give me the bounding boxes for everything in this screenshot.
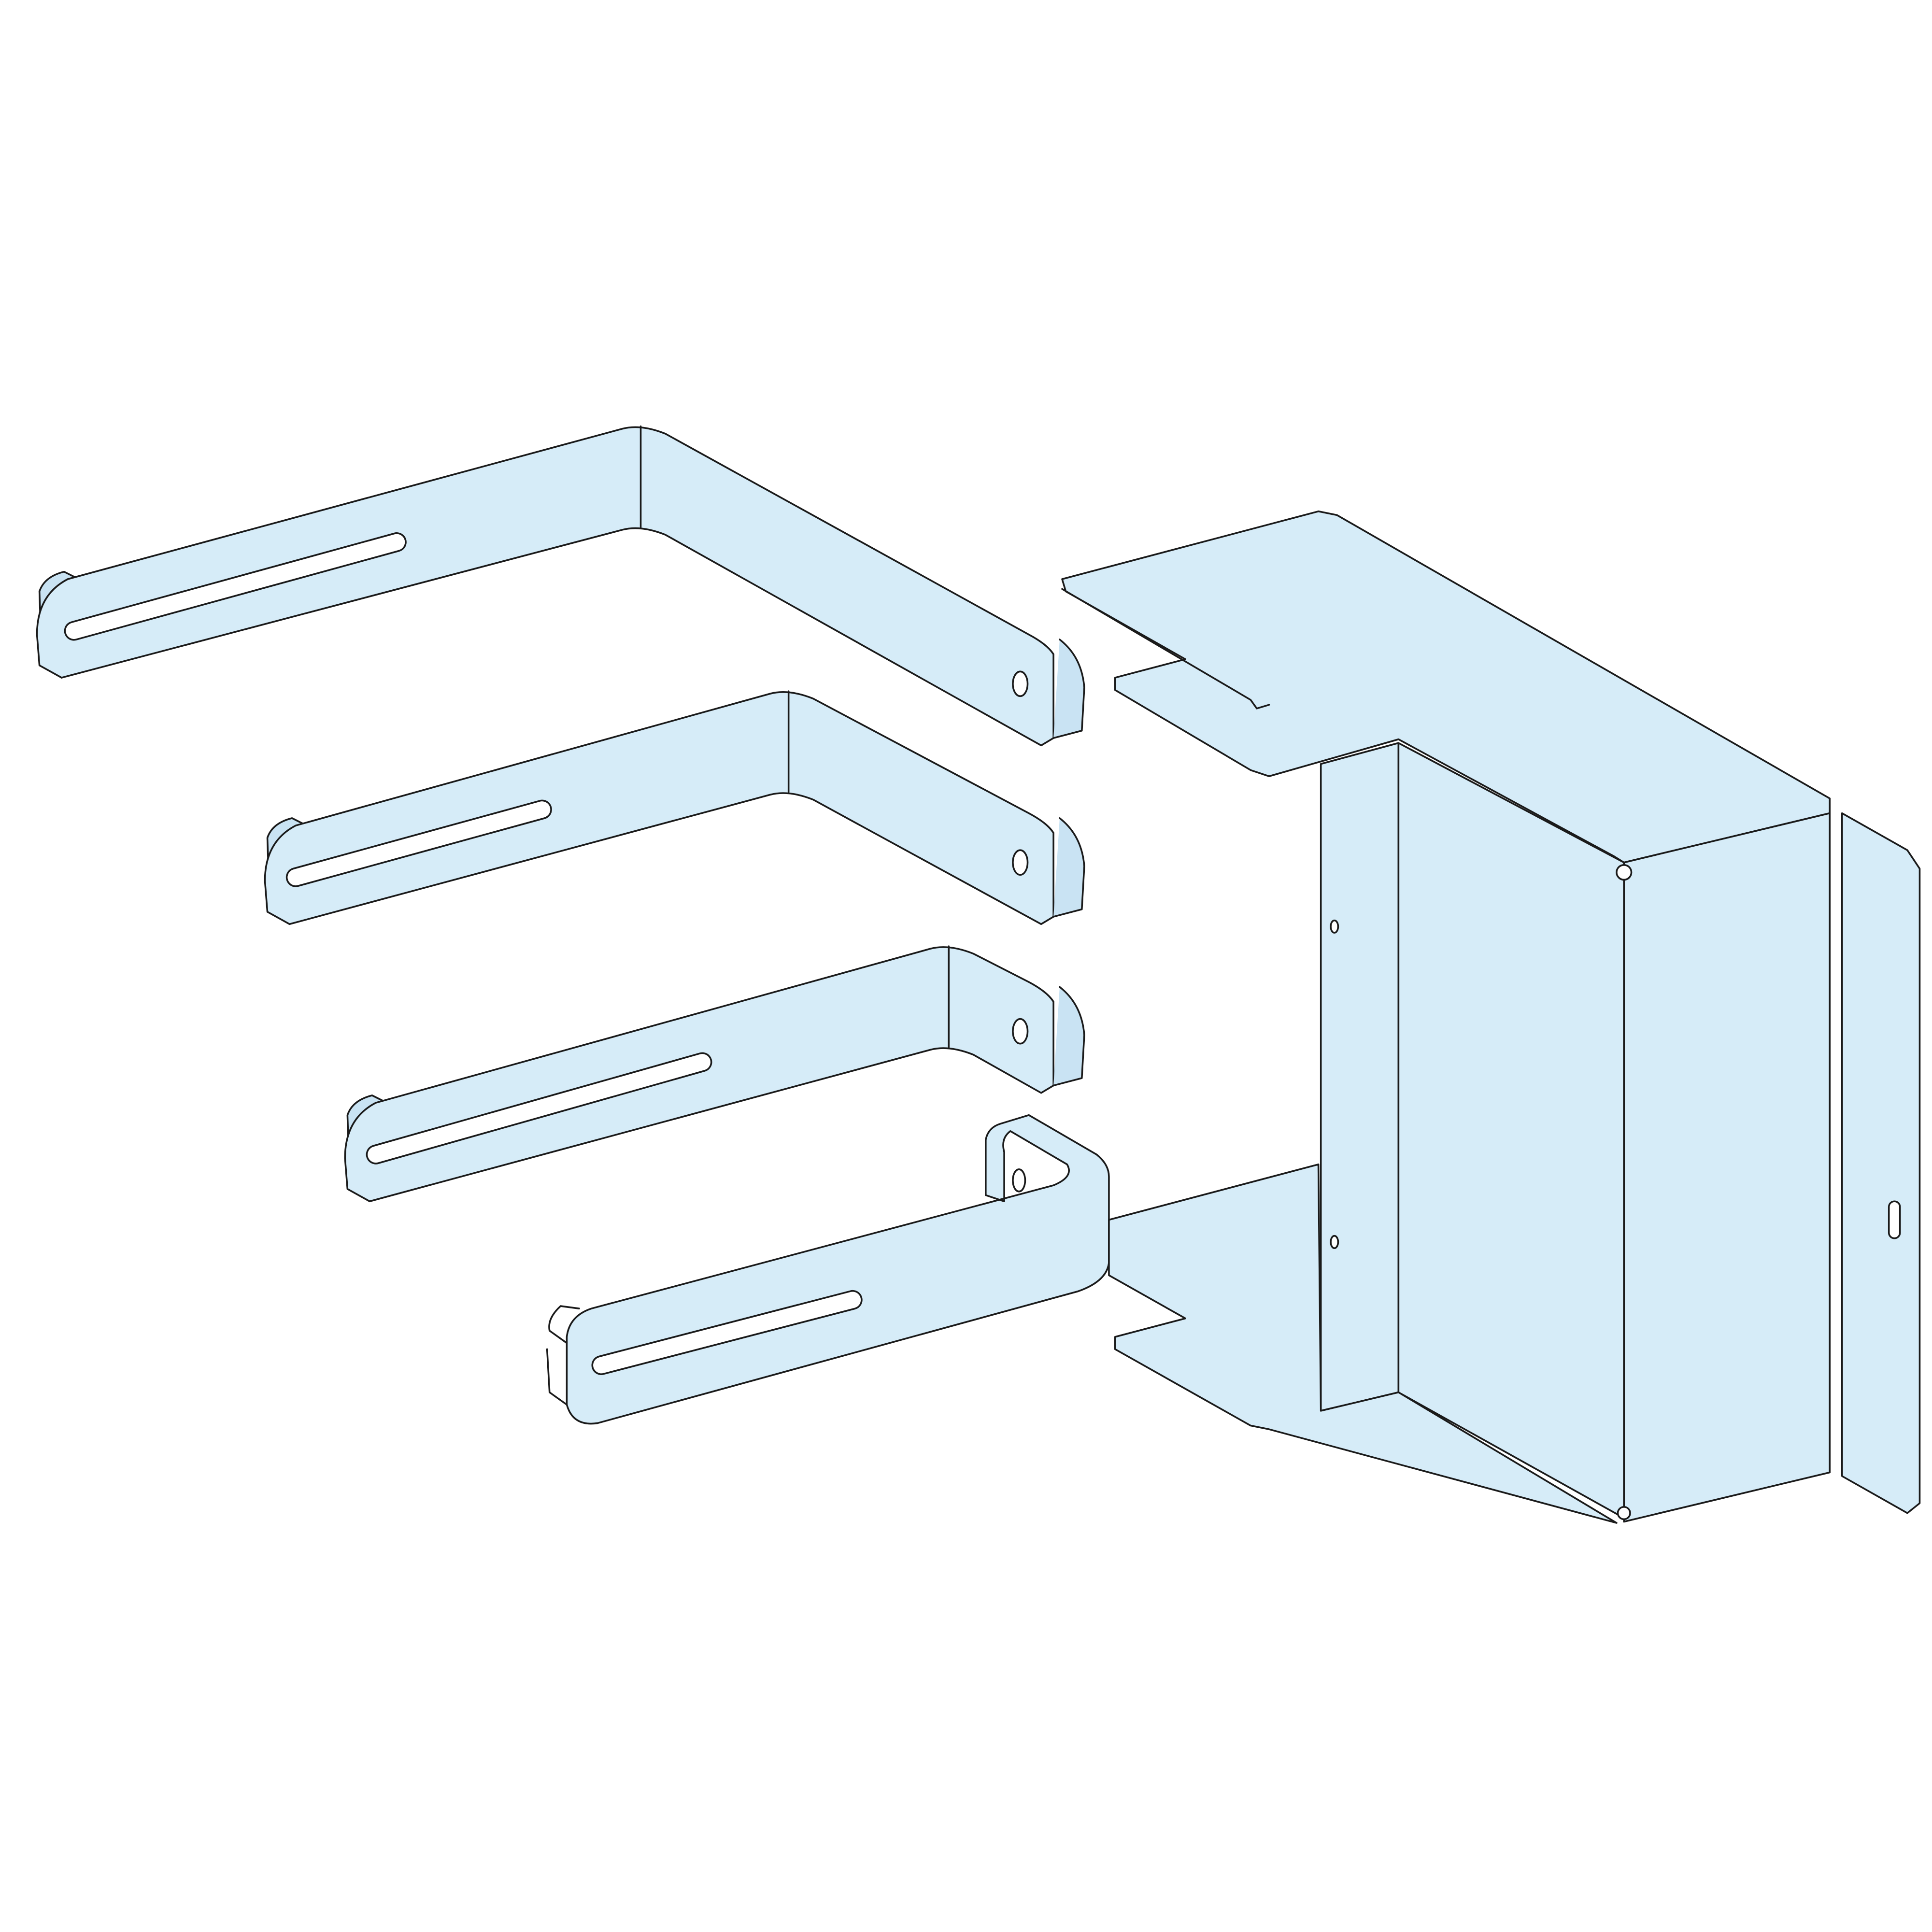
- bracket-plate: [344, 946, 1054, 1203]
- slot-hole: [1888, 1200, 1901, 1239]
- bracket-end-edge: [1052, 986, 1085, 1087]
- mounting-bracket-4: [546, 1114, 1110, 1425]
- mounting-bracket-3: [344, 945, 1085, 1203]
- corner-rivet: [1617, 1506, 1631, 1520]
- slot: [368, 1054, 710, 1163]
- bracket-plate: [264, 691, 1054, 925]
- cover-bottom-plate: [1108, 1163, 1618, 1524]
- bracket-end-edge: [1052, 817, 1085, 918]
- cover-right-flange: [1841, 812, 1921, 1514]
- slot: [66, 534, 405, 639]
- mounting-bracket-2: [264, 690, 1085, 925]
- bracket-plate: [566, 1114, 1110, 1425]
- bolt-hole: [1012, 1168, 1026, 1193]
- cover-top-edge: [1061, 588, 1270, 710]
- bracket-end-edge: [1052, 639, 1085, 739]
- bracket-plate: [36, 426, 1054, 747]
- slot: [287, 801, 551, 886]
- cover-side-panel: [1397, 742, 1625, 1519]
- brackets-group: [36, 425, 1110, 1425]
- bolt-hole: [1012, 1018, 1029, 1045]
- cover-back-panel: [1320, 742, 1400, 1412]
- cover-front-panel: [1623, 812, 1831, 1523]
- mounting-hole: [1330, 1235, 1339, 1249]
- corner-rivet: [1616, 864, 1633, 881]
- bolt-hole: [1012, 670, 1029, 697]
- bracket-edge: [546, 1305, 580, 1406]
- mounting-bracket-1: [36, 425, 1085, 747]
- bolt-hole: [1012, 849, 1029, 876]
- cover-top-plate: [1061, 510, 1831, 864]
- enclosure-cover: [1061, 510, 1921, 1524]
- slot: [593, 1292, 861, 1374]
- mounting-hole: [1330, 919, 1339, 934]
